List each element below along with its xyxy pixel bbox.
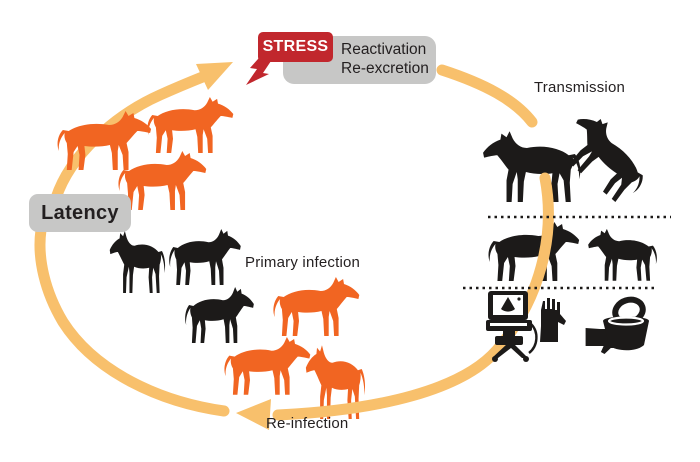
ultrasound-machine-icon	[486, 291, 538, 362]
ultrasound-scan-sector	[501, 297, 515, 312]
primary-infection-label: Primary infection	[245, 254, 361, 271]
horse-silhouette-primary-1	[109, 231, 166, 293]
stress-callout: STRESS	[258, 32, 333, 62]
horse-silhouette-latent-2	[147, 96, 234, 153]
cycle-arc-left	[34, 224, 230, 417]
re-infection-label: Re-infection	[266, 415, 349, 432]
horse-silhouette-primary-3	[185, 286, 254, 343]
separation-lines	[463, 215, 671, 290]
horse-silhouette-contact-1	[488, 222, 580, 281]
ultrasound-keyboard-keys	[490, 323, 527, 326]
glove-upright	[540, 298, 566, 342]
stress-label: STRESS	[262, 38, 329, 55]
ultrasound-cart-top	[495, 336, 523, 345]
horse-silhouette-contact-2	[588, 228, 657, 281]
horse-silhouette-latent-1	[57, 111, 152, 170]
latency-callout: Latency	[29, 194, 131, 232]
bucket-icon	[603, 296, 649, 351]
ultrasound-wheel-left	[492, 356, 498, 362]
ultrasound-screen-dot	[517, 297, 521, 301]
ultrasound-cart-legs	[492, 344, 528, 358]
cycle-arrowhead-bottom	[236, 399, 271, 430]
cycle-arc-right-upper	[436, 64, 538, 128]
ultrasound-neck	[503, 331, 515, 337]
ultrasound-probe-cable	[528, 323, 538, 354]
ultrasound-wheel-right	[523, 356, 529, 362]
cycle-arrowhead-top	[196, 62, 233, 90]
bucket-body	[603, 316, 649, 351]
primary-infection-herd	[109, 228, 254, 343]
horse-silhouette-reinfection-1	[273, 277, 360, 336]
bucket-rim-highlight	[607, 316, 645, 326]
contact-pair	[488, 222, 657, 281]
horse-silhouette-reinfection-2	[224, 336, 311, 395]
transmission-pair	[483, 106, 659, 208]
latency-label: Latency	[41, 201, 119, 224]
horse-silhouette-latent-3	[118, 151, 207, 210]
horse-silhouette-primary-2	[169, 228, 241, 285]
re-excretion-label: Re-excretion	[341, 60, 429, 77]
reactivation-label: Reactivation	[341, 41, 427, 58]
cycle-arc-right-lower	[272, 172, 554, 421]
horse-silhouette-mare	[483, 131, 581, 202]
transmission-label: Transmission	[534, 79, 626, 96]
cycle-arrow-front-segments	[272, 64, 554, 421]
